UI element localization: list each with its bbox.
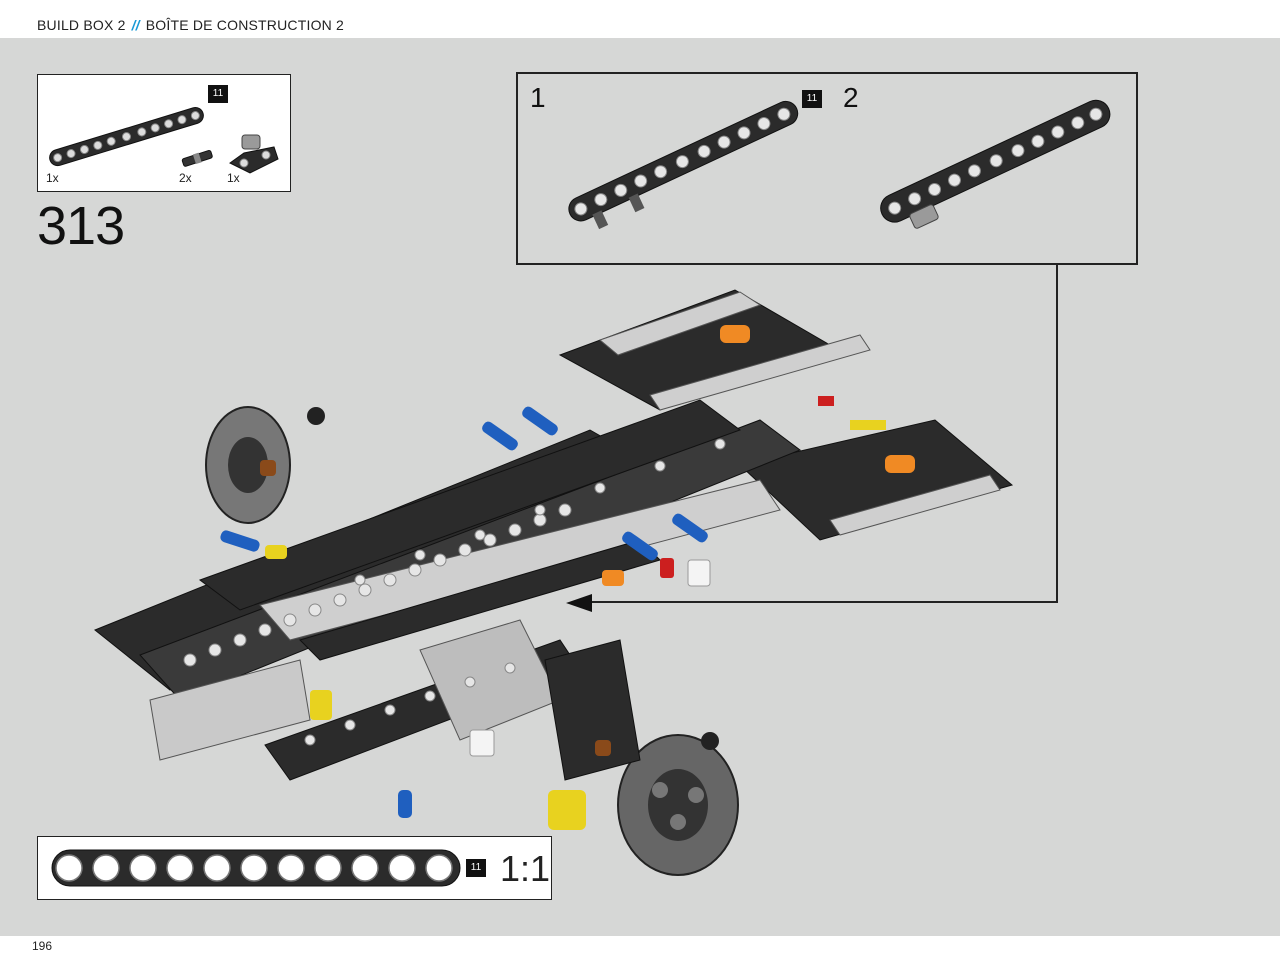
- part-qty-axle-pin: 2x: [179, 171, 192, 185]
- page-number: 196: [32, 939, 53, 953]
- ruler-beam: [51, 849, 461, 887]
- beam-11-part: [49, 107, 204, 167]
- step-number: 313: [37, 196, 125, 256]
- parts-list-box: 11 1x 2x 1x: [37, 74, 291, 192]
- beam-scale-ruler: 11: [37, 836, 552, 900]
- substep-1-assembly: [568, 100, 799, 230]
- substep-2-assembly: [880, 99, 1111, 229]
- substep-2-label: 2: [843, 82, 859, 113]
- build-box-label: BUILD BOX 2: [37, 17, 126, 33]
- header-separator: //: [131, 17, 140, 33]
- scale-indicator: 1:1: [500, 848, 551, 889]
- callout-leader-vertical: [1056, 265, 1058, 603]
- substep-beam-badge: 11: [802, 90, 822, 108]
- callout-leader-horizontal: [580, 601, 1058, 603]
- callout-illustration: [568, 99, 1111, 230]
- substep-callout: 1 11 2: [516, 72, 1138, 265]
- substep-1-label: 1: [530, 82, 546, 113]
- build-box-label-fr: BOÎTE DE CONSTRUCTION 2: [145, 17, 345, 33]
- part-qty-beam: 1x: [46, 171, 59, 185]
- parts-illustration: [49, 107, 279, 174]
- ruler-length-badge: 11: [466, 859, 486, 877]
- connector-part: [229, 134, 279, 174]
- header-title: BUILD BOX 2 // BOÎTE DE CONSTRUCTION 2: [37, 17, 344, 33]
- part-qty-connector: 1x: [227, 171, 240, 185]
- axle-pin-part: [181, 149, 213, 167]
- page-header: BUILD BOX 2 // BOÎTE DE CONSTRUCTION 2: [0, 0, 1280, 38]
- parts-beam-length-badge: 11: [208, 85, 228, 103]
- page-footer: [0, 936, 1280, 974]
